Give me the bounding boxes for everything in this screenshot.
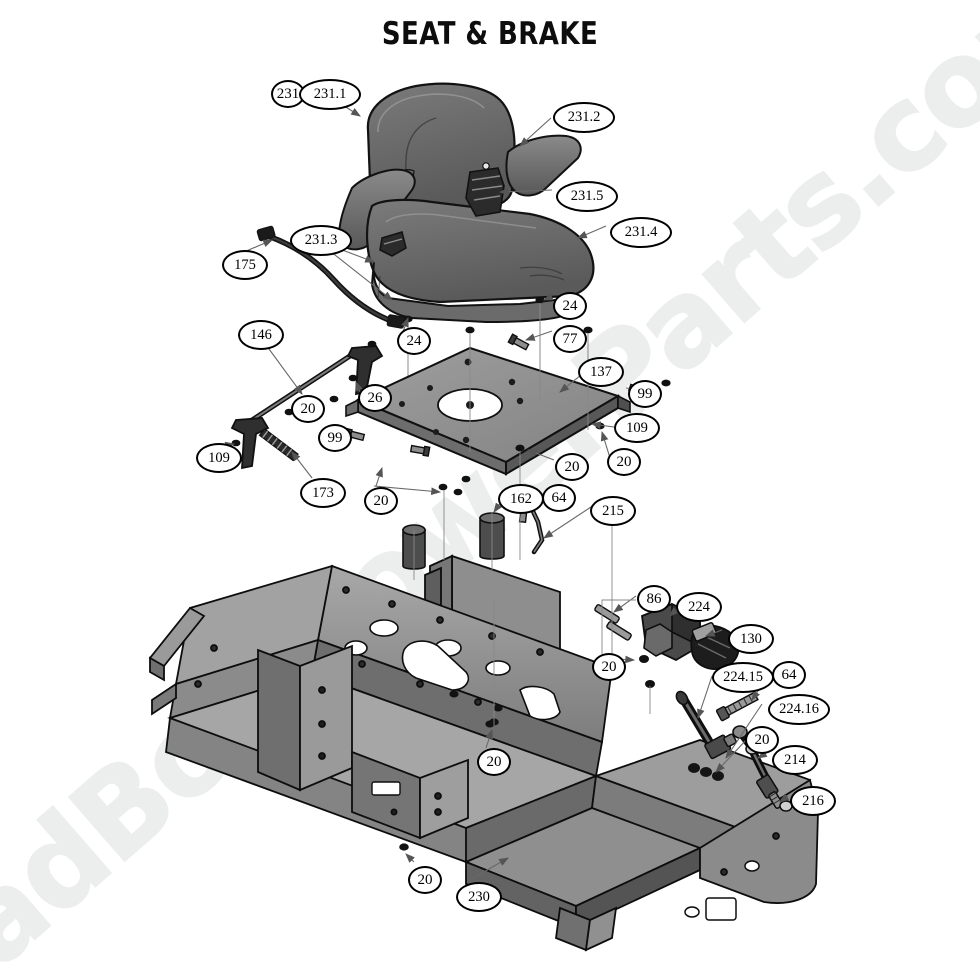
frame-nuts (399, 690, 503, 851)
callout-24b[interactable]: 24 (397, 327, 431, 355)
callout-26[interactable]: 26 (358, 384, 392, 412)
callout-231.5[interactable]: 231.5 (556, 181, 618, 212)
callout-109b[interactable]: 109 (614, 413, 660, 443)
callout-215[interactable]: 215 (590, 496, 636, 526)
seat-assembly (338, 82, 595, 324)
callout-231.3[interactable]: 231.3 (290, 225, 352, 256)
callout-86[interactable]: 86 (637, 585, 671, 613)
callout-64b[interactable]: 64 (772, 661, 806, 689)
brake-rod-end-216 (756, 774, 793, 812)
callout-230[interactable]: 230 (456, 882, 502, 912)
callout-146[interactable]: 146 (238, 320, 284, 350)
pins-86 (594, 604, 632, 641)
callout-214[interactable]: 214 (772, 745, 818, 775)
callout-130[interactable]: 130 (728, 624, 774, 654)
callout-109a[interactable]: 109 (196, 443, 242, 473)
main-frame (148, 554, 819, 952)
callout-20f[interactable]: 20 (745, 726, 779, 754)
callout-99b[interactable]: 99 (318, 424, 352, 452)
seat-left-mechanism (379, 231, 407, 257)
callout-175[interactable]: 175 (222, 250, 268, 280)
callout-20a[interactable]: 20 (291, 395, 325, 423)
callout-224[interactable]: 224 (676, 592, 722, 622)
callout-224.16[interactable]: 224.16 (768, 694, 830, 725)
page-title: SEAT & BRAKE (381, 16, 599, 52)
callout-231.4[interactable]: 231.4 (610, 217, 672, 248)
callout-64a[interactable]: 64 (542, 484, 576, 512)
coupler-224-16 (704, 733, 737, 760)
seat-switch-harness (256, 225, 406, 329)
callout-216[interactable]: 216 (790, 786, 836, 816)
callout-20h[interactable]: 20 (408, 866, 442, 894)
threaded-rod-64 (715, 691, 759, 722)
callout-20c[interactable]: 20 (607, 448, 641, 476)
callout-24a[interactable]: 24 (553, 292, 587, 320)
callout-20d[interactable]: 20 (364, 487, 398, 515)
callout-231.2[interactable]: 231.2 (553, 102, 615, 133)
seat-mount-studs (403, 296, 593, 334)
brake-washers (688, 763, 724, 781)
callout-20g[interactable]: 20 (477, 748, 511, 776)
rod-215 (527, 502, 545, 555)
brake-nuts (639, 655, 655, 688)
brake-rod (675, 690, 719, 755)
callout-20e[interactable]: 20 (592, 653, 626, 681)
callout-173[interactable]: 173 (300, 478, 346, 508)
callout-231.1[interactable]: 231.1 (299, 79, 361, 110)
callout-20b[interactable]: 20 (555, 453, 589, 481)
callout-162[interactable]: 162 (498, 484, 544, 514)
callout-224.15[interactable]: 224.15 (712, 662, 774, 693)
callout-99a[interactable]: 99 (628, 380, 662, 408)
callout-77[interactable]: 77 (553, 325, 587, 353)
recliner-mechanism (465, 162, 505, 217)
callout-137[interactable]: 137 (578, 357, 624, 387)
